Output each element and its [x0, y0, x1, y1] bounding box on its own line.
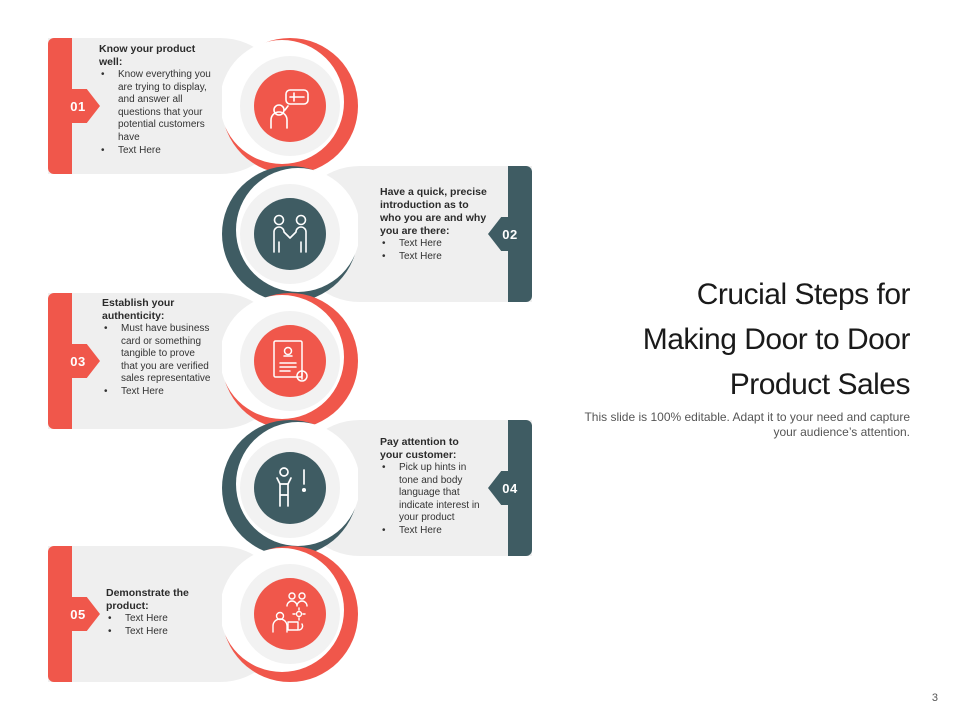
- slide-title: Crucial Steps for Making Door to Door Pr…: [510, 272, 911, 407]
- step-text: Know your product well: Know everything …: [99, 43, 219, 157]
- step-heading: Have a quick, precise introduction as to…: [380, 186, 487, 237]
- step-text: Have a quick, precise introduction as to…: [380, 186, 490, 263]
- handshake-icon: [273, 214, 307, 253]
- title-line: Crucial Steps for: [696, 278, 911, 311]
- step-02-circle: [222, 166, 358, 302]
- step-05-circle: [222, 546, 358, 682]
- step-text: Demonstrate the product: Text Here Text …: [106, 587, 206, 638]
- step-bullet: Text Here: [106, 626, 206, 639]
- step-bullet: Text Here: [380, 251, 490, 264]
- step-heading: Know your product well:: [99, 43, 196, 68]
- step-text: Establish your authenticity: Must have b…: [102, 297, 212, 399]
- step-text: Pay attention to your customer: Pick up …: [380, 436, 480, 538]
- step-bullet: Text Here: [380, 238, 490, 251]
- step-number-badge: 02: [488, 217, 532, 251]
- step-number-badge: 03: [56, 344, 100, 378]
- step-bullet: Text Here: [102, 386, 212, 399]
- step-number-badge: 01: [56, 89, 100, 123]
- step-heading: Demonstrate the product:: [106, 587, 189, 612]
- step-tab: [48, 546, 72, 682]
- step-04-circle: [222, 420, 358, 556]
- step-bullet: Pick up hints in tone and body language …: [380, 462, 480, 525]
- title-line: Product Sales: [729, 368, 911, 401]
- step-number-badge: 04: [488, 471, 532, 505]
- step-heading: Pay attention to your customer:: [380, 436, 459, 461]
- step-bullet: Text Here: [99, 145, 219, 158]
- salesperson-product-icon: [270, 89, 309, 129]
- step-tab: [508, 420, 532, 556]
- step-03-circle: [222, 293, 358, 429]
- step-number-badge: 05: [56, 597, 100, 631]
- step-tab: [48, 38, 72, 174]
- product-demo-icon: [272, 592, 308, 633]
- slide-subtitle: This slide is 100% editable. Adapt it to…: [584, 410, 910, 439]
- title-line: Making Door to Door: [642, 323, 911, 356]
- step-bullet: Text Here: [106, 613, 206, 626]
- step-tab: [48, 293, 72, 429]
- step-bullet: Know everything you are trying to displa…: [99, 69, 219, 145]
- step-01-circle: [222, 38, 358, 174]
- attention-person-icon: [276, 467, 307, 507]
- step-bullet: Must have business card or something tan…: [102, 323, 212, 386]
- certificate-icon: [273, 340, 308, 382]
- step-heading: Establish your authenticity:: [102, 297, 175, 322]
- step-bullet: Text Here: [380, 525, 480, 538]
- page-number: 3: [931, 692, 938, 704]
